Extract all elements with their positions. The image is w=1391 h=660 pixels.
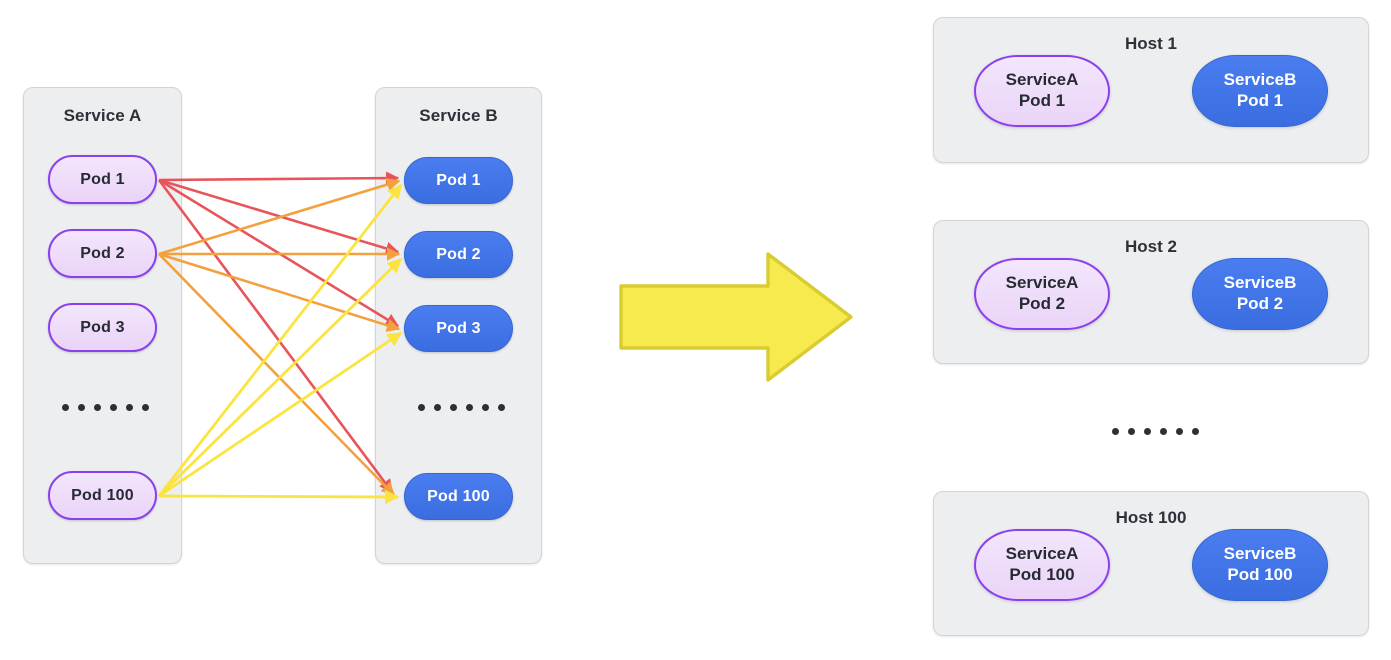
ellipsis-dot — [126, 404, 133, 411]
service-a-ellipsis — [62, 404, 149, 411]
host-1-source-pod[interactable]: ServiceA Pod 1 — [974, 55, 1110, 127]
service-b-pod-100[interactable]: Pod 100 — [404, 473, 513, 520]
service-b-pod-2[interactable]: Pod 2 — [404, 231, 513, 278]
edge-a1-b3 — [158, 178, 400, 328]
mesh-group-from-pod-1 — [157, 171, 400, 494]
host-1-title: Host 1 — [1125, 34, 1177, 53]
hosts-ellipsis — [1112, 428, 1199, 435]
host-2-source-pod[interactable]: ServiceA Pod 2 — [974, 258, 1110, 330]
edge-a100-b3 — [158, 331, 403, 498]
service-a-pod-3[interactable]: Pod 3 — [48, 303, 157, 352]
ellipsis-dot — [498, 404, 505, 411]
edge-a1-b1 — [158, 171, 400, 185]
edge-a1-b100 — [157, 179, 394, 494]
edge-a1-b2 — [158, 178, 400, 255]
edge-a100-b1 — [157, 183, 403, 497]
service-b-pod-1-label: Pod 1 — [436, 171, 481, 189]
edge-a100-b100 — [158, 489, 400, 505]
ellipsis-dot — [62, 404, 69, 411]
ellipsis-dot — [450, 404, 457, 411]
service-a-pod-100-label: Pod 100 — [71, 486, 134, 504]
host-1-source-line2: Pod 1 — [1018, 91, 1066, 110]
ellipsis-dot — [1144, 428, 1151, 435]
ellipsis-dot — [434, 404, 441, 411]
mesh-group-from-pod-2 — [158, 178, 401, 496]
host-100-target-line2: Pod 100 — [1227, 565, 1293, 584]
ellipsis-dot — [466, 404, 473, 411]
service-b-pod-100-label: Pod 100 — [427, 487, 490, 505]
host-2-target-pod[interactable]: ServiceB Pod 2 — [1192, 258, 1328, 330]
service-b-pod-3[interactable]: Pod 3 — [404, 305, 513, 352]
host-100-target-pod[interactable]: ServiceB Pod 100 — [1192, 529, 1328, 601]
ellipsis-dot — [110, 404, 117, 411]
edge-a100-b2 — [158, 257, 403, 498]
service-b-pod-1[interactable]: Pod 1 — [404, 157, 513, 204]
host-100-title: Host 100 — [1115, 508, 1187, 527]
service-b-ellipsis — [418, 404, 505, 411]
mesh-group-from-pod-100 — [157, 183, 403, 505]
service-a-pod-1-label: Pod 1 — [80, 170, 125, 188]
host-1-target-line1: ServiceB — [1223, 70, 1297, 90]
host-100-target-line1: ServiceB — [1223, 544, 1297, 564]
host-2-source-line2: Pod 2 — [1018, 294, 1066, 313]
host-2-target-line1: ServiceB — [1223, 273, 1297, 293]
ellipsis-dot — [418, 404, 425, 411]
ellipsis-dot — [1160, 428, 1167, 435]
host-2-title: Host 2 — [1125, 237, 1177, 256]
service-a-pod-100[interactable]: Pod 100 — [48, 471, 157, 520]
ellipsis-dot — [142, 404, 149, 411]
host-2-source-line1: ServiceA — [1005, 273, 1079, 293]
host-1-target-line2: Pod 1 — [1236, 91, 1284, 110]
host-100-source-line1: ServiceA — [1005, 544, 1079, 564]
service-a-pod-2[interactable]: Pod 2 — [48, 229, 157, 278]
ellipsis-dot — [1192, 428, 1199, 435]
edge-a2-b1 — [158, 178, 401, 256]
ellipsis-dot — [1128, 428, 1135, 435]
transform-right-arrow-icon — [619, 252, 853, 382]
host-100-source-pod[interactable]: ServiceA Pod 100 — [974, 529, 1110, 601]
service-a-pod-3-label: Pod 3 — [80, 318, 125, 336]
edge-a2-b100 — [158, 253, 395, 496]
service-a-title: Service A — [63, 106, 142, 125]
service-b-pod-3-label: Pod 3 — [436, 319, 481, 337]
service-a-pod-2-label: Pod 2 — [80, 244, 125, 262]
service-a-pod-1[interactable]: Pod 1 — [48, 155, 157, 204]
service-b-title: Service B — [419, 106, 498, 125]
ellipsis-dot — [482, 404, 489, 411]
host-100-source-line2: Pod 100 — [1009, 565, 1075, 584]
ellipsis-dot — [94, 404, 101, 411]
ellipsis-dot — [1176, 428, 1183, 435]
host-2-target-line2: Pod 2 — [1236, 294, 1284, 313]
edge-a2-b3 — [158, 252, 401, 332]
host-1-source-line1: ServiceA — [1005, 70, 1079, 90]
service-b-pod-2-label: Pod 2 — [436, 245, 481, 263]
host-1-target-pod[interactable]: ServiceB Pod 1 — [1192, 55, 1328, 127]
ellipsis-dot — [78, 404, 85, 411]
ellipsis-dot — [1112, 428, 1119, 435]
